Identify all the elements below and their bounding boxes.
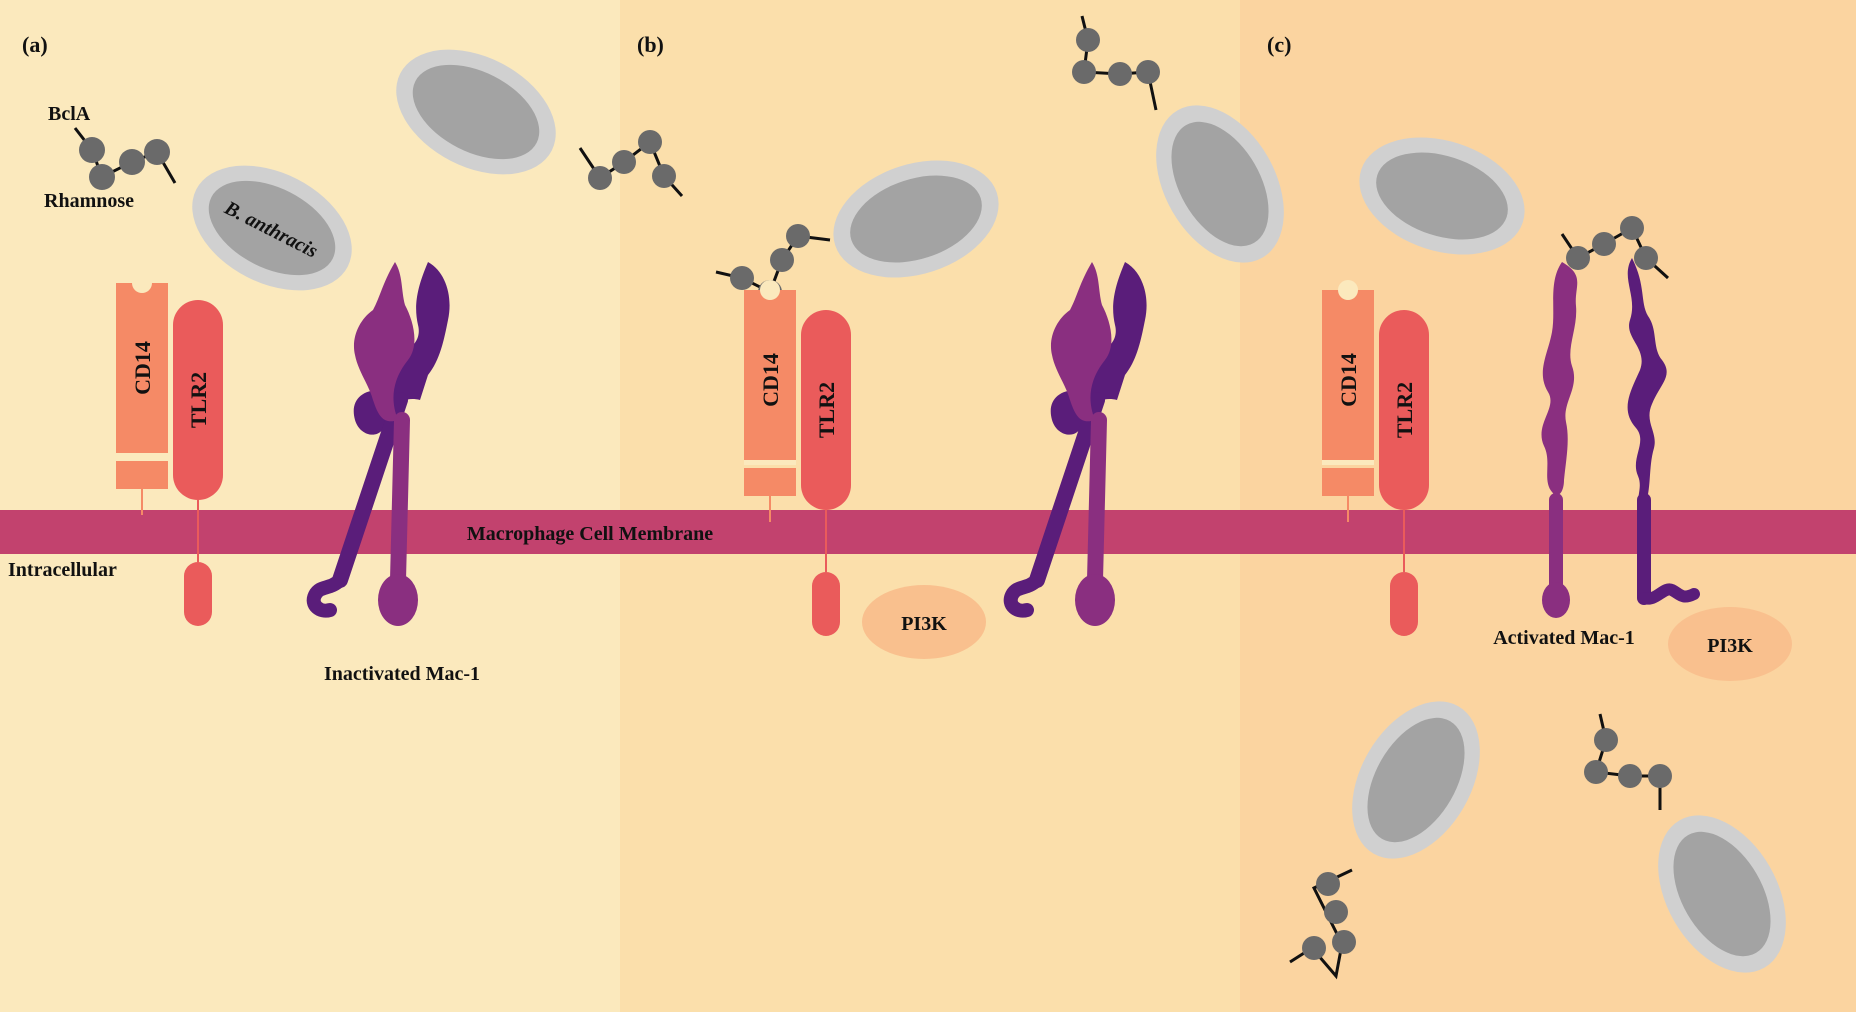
- panel-b-background: [620, 0, 1240, 1012]
- bcla-sugar-chain-icon: [1072, 15, 1160, 111]
- pi3k-enzyme-icon: [862, 585, 986, 659]
- bcla-sugar-chain-icon: [1289, 868, 1356, 980]
- mac1-integrin-icon: [1541, 258, 1700, 618]
- membrane: [0, 510, 1856, 554]
- tlr2-label: TLR2: [1392, 382, 1417, 438]
- rhamnose-label: Rhamnose: [44, 190, 134, 212]
- intracellular-label: Intracellular: [8, 559, 117, 581]
- tlr2-label: TLR2: [186, 372, 211, 428]
- bcla-sugar-chain-icon: [1584, 713, 1672, 810]
- pi3k-label: PI3K: [901, 613, 947, 635]
- panel-a-label: (a): [22, 32, 48, 57]
- membrane-label: Macrophage Cell Membrane: [467, 523, 713, 545]
- bcla-sugar-chain-icon: [578, 130, 684, 198]
- cd14-label: CD14: [1336, 353, 1361, 407]
- inactivated-mac1-label: Inactivated Mac-1: [324, 663, 480, 685]
- pi3k-enzyme-icon: [1668, 607, 1792, 681]
- panel-c-background: [1240, 0, 1856, 1012]
- pi3k-label: PI3K: [1707, 635, 1753, 657]
- panel-c-label: (c): [1267, 32, 1291, 57]
- bcla-sugar-chain-icon: [1560, 216, 1670, 280]
- bcla-sugar-chain-icon: [73, 127, 177, 190]
- cd14-label: CD14: [758, 353, 783, 407]
- tlr2-label: TLR2: [814, 382, 839, 438]
- activated-mac1-label: Activated Mac-1: [1493, 627, 1635, 649]
- bcla-sugar-chain-icon: [715, 224, 831, 304]
- bcla-label: BclA: [48, 103, 91, 125]
- cd14-label: CD14: [130, 341, 155, 395]
- panel-b-label: (b): [637, 32, 664, 57]
